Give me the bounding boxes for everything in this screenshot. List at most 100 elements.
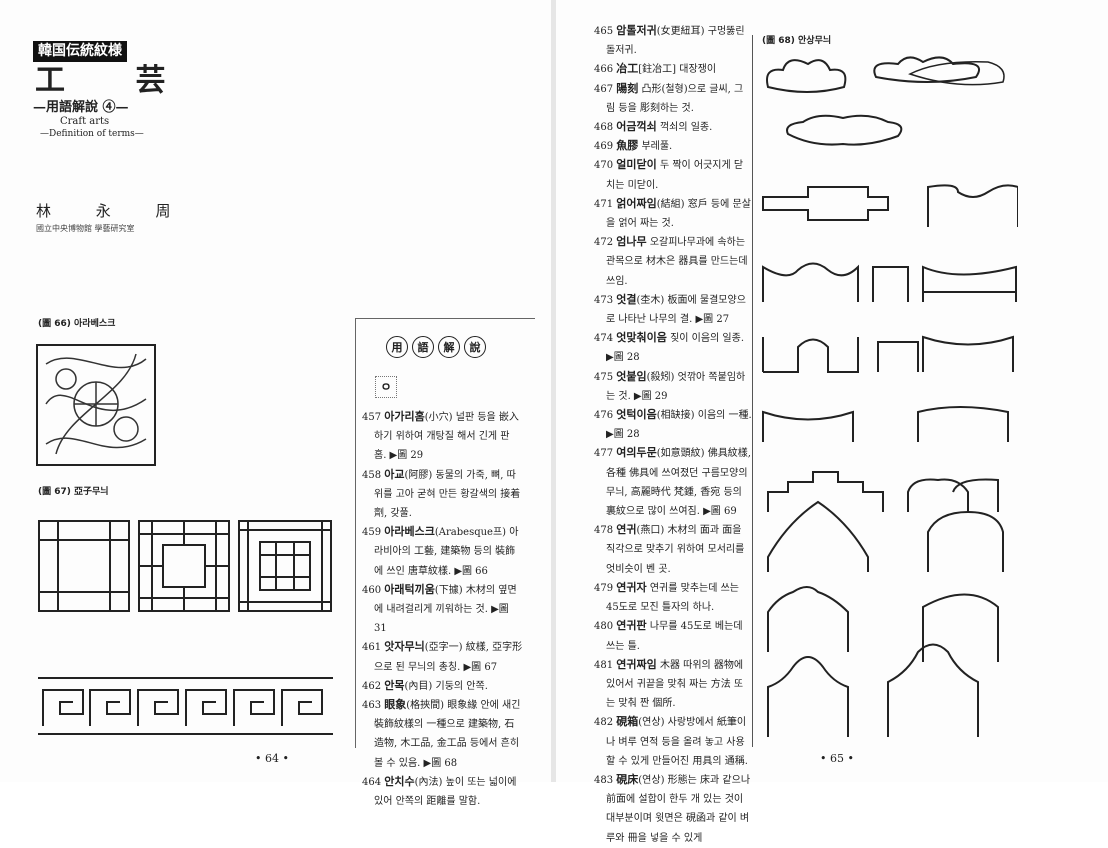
entry-term: 아가리홈: [384, 410, 425, 423]
entry-term: 魚膠: [616, 139, 639, 153]
entry-number: 481: [594, 659, 614, 671]
entry-term: 안목: [384, 678, 405, 692]
section-letter: ㅇ: [375, 376, 397, 398]
entry-number: 469: [594, 141, 614, 153]
column-divider: [752, 35, 753, 747]
entry-definition: (小穴) 널판 등을 嵌入하기 위하여 개탕질 해서 긴게 판 홈. ▶圖 29: [374, 412, 519, 462]
entry-definition: (亞字一) 紋樣, 亞字形으로 된 무늬의 총칭. ▶圖 67: [374, 642, 523, 673]
figure-68-label: (圖 68) 안상무늬: [762, 36, 832, 46]
glossary-entry: 478 연귀(燕口) 木材의 面과 面을 직각으로 맞추기 위하여 모서리를 엇…: [594, 521, 752, 579]
entry-number: 459: [362, 527, 382, 539]
glossary-entry: 458 아교(阿膠) 동물의 가죽, 뼈, 따위를 고아 굳혀 만든 황갈색의 …: [362, 466, 524, 524]
entry-term: 아라베스크: [384, 525, 435, 539]
glossary-entries-right: 465 암톨저귀(女更紐耳) 구멍뚫린 돌저귀.466 冶工[鉒冶工] 대장쟁이…: [594, 22, 752, 848]
entry-definition: 꺽쇠의 일종.: [656, 122, 713, 134]
english-subtitle: —Definition of terms—: [40, 129, 144, 139]
entry-term: 硯床: [616, 772, 639, 786]
entry-term: 眼象: [384, 698, 407, 712]
entry-number: 478: [594, 525, 614, 537]
glossary-entry: 483 硯床(연상) 形態는 床과 같으나 前面에 설합이 한두 개 있는 것이…: [594, 771, 752, 848]
entry-definition: 凸形(철형)으로 글씨, 그림 등을 彫刻하는 것.: [606, 83, 744, 114]
glossary-entry: 467 陽刻 凸形(철형)으로 글씨, 그림 등을 彫刻하는 것.: [594, 80, 752, 118]
entry-term: 얽어짜임: [616, 196, 657, 210]
entry-number: 470: [594, 160, 614, 172]
glossary-entry: 469 魚膠 부레풀.: [594, 137, 752, 156]
meander-band-figure: [38, 677, 333, 735]
entry-definition: [鉒冶工] 대장쟁이: [638, 64, 717, 76]
entry-number: 466: [594, 64, 614, 76]
entry-number: 465: [594, 26, 614, 37]
entry-number: 480: [594, 621, 614, 633]
entry-number: 468: [594, 122, 614, 134]
figure-66-label: (圖 66) 아라베스크: [38, 319, 116, 329]
glossary-entry: 466 冶工[鉒冶工] 대장쟁이: [594, 60, 752, 79]
glossary-entry: 471 얽어짜임(結組) 窓戶 등에 문살을 얽어 짜는 것.: [594, 195, 752, 233]
entry-term: 여의두문: [616, 446, 657, 460]
entry-term: 엇결: [616, 292, 637, 306]
glossary-entry: 464 안치수(內法) 높이 또는 넓이에 있어 안쪽의 距離를 말함.: [362, 773, 524, 811]
glossary-entry: 479 연귀자 연귀를 맞추는데 쓰는 45도로 모진 틀자의 하나.: [594, 579, 752, 617]
entry-number: 471: [594, 198, 614, 210]
heading-char: 解: [438, 336, 460, 358]
glossary-entry: 473 엇결(杢木) 板面에 물결모양으로 나타난 나무의 결. ▶圖 27: [594, 291, 752, 329]
entry-number: 462: [362, 680, 382, 692]
glossary-entry: 474 엇맞춰이음 짖이 이음의 일종. ▶圖 28: [594, 329, 752, 367]
entry-number: 458: [362, 469, 382, 481]
entry-number: 477: [594, 448, 614, 460]
entry-term: 안치수: [384, 774, 415, 788]
entry-term: 얼미닫이: [616, 158, 657, 172]
entry-number: 483: [594, 774, 614, 786]
glossary-heading: 用 語 解 說: [386, 336, 486, 358]
entry-number: 479: [594, 582, 614, 594]
english-title: Craft arts: [60, 116, 110, 127]
entry-number: 473: [594, 294, 614, 306]
book-gutter: [551, 0, 556, 782]
page-number-right: • 65 •: [820, 752, 854, 765]
article-subtitle: —用語解說 ④—: [33, 100, 129, 115]
entry-number: 482: [594, 717, 614, 729]
glossary-entry: 476 엇턱이음(相缺接) 이음의 一種. ▶圖 28: [594, 406, 752, 444]
right-page: [555, 0, 1108, 782]
entry-definition: (內目) 기둥의 안쪽.: [404, 680, 488, 692]
entry-definition: (格挾間) 眼象緣 안에 새긴 裝飾紋樣의 一種으로 建築物, 石造物, 木工品…: [374, 700, 521, 769]
entry-definition: (女更紐耳) 구멍뚫린 돌저귀.: [606, 26, 745, 57]
entry-term: 엄나무: [616, 235, 647, 249]
entry-definition: 오갈피나무과에 속하는 관목으로 材木은 器具를 만드는데 쓰임.: [606, 237, 748, 287]
entry-term: 陽刻: [616, 81, 639, 95]
glossary-entries-left: 457 아가리홈(小穴) 널판 등을 嵌入하기 위하여 개탕질 해서 긴게 판 …: [362, 408, 524, 811]
entry-number: 457: [362, 412, 382, 423]
entry-definition: (연상) 사랑방에서 紙筆이나 벼루 연적 등을 올려 놓고 사용할 수 있게 …: [606, 717, 748, 767]
glossary-entry: 465 암톨저귀(女更紐耳) 구멍뚫린 돌저귀.: [594, 22, 752, 60]
entry-term: 엇붙임: [616, 369, 647, 383]
author-affiliation: 國立中央博物館 學藝研究室: [36, 224, 135, 233]
glossary-entry: 468 어금꺽쇠 꺽쇠의 일종.: [594, 118, 752, 137]
glossary-entry: 480 연귀판 나무를 45도로 베는데 쓰는 틀.: [594, 617, 752, 655]
glossary-entry: 475 엇붙임(殺矧) 엇깎아 쪽붙임하는 것. ▶圖 29: [594, 368, 752, 406]
author-name: 林 永 周: [36, 202, 171, 220]
glossary-entry: 457 아가리홈(小穴) 널판 등을 嵌入하기 위하여 개탕질 해서 긴게 판 …: [362, 408, 524, 466]
entry-number: 472: [594, 237, 614, 249]
entry-number: 464: [362, 776, 382, 788]
entry-number: 467: [594, 83, 614, 95]
entry-definition: 나무를 45도로 베는데 쓰는 틀.: [606, 621, 743, 652]
entry-term: 아교: [384, 467, 405, 481]
entry-number: 461: [362, 642, 382, 654]
entry-definition: (相缺接) 이음의 一種. ▶圖 28: [606, 410, 752, 441]
series-tag: 韓国伝統紋様: [33, 41, 127, 62]
entry-number: 476: [594, 410, 614, 422]
entry-term: 엇맞춰이음: [616, 331, 667, 345]
glossary-entry: 460 아래턱끼움(下據) 木材의 옆면에 내려걸리게 끼워하는 것. ▶圖 3…: [362, 581, 524, 639]
entry-definition: (阿膠) 동물의 가죽, 뼈, 따위를 고아 굳혀 만든 황갈색의 接着劑, 갖…: [374, 469, 521, 520]
left-page: [0, 0, 553, 782]
entry-number: 463: [362, 700, 382, 712]
glossary-entry: 463 眼象(格挾間) 眼象緣 안에 새긴 裝飾紋樣의 一種으로 建築物, 石造…: [362, 696, 524, 773]
article-title: 工 芸: [35, 63, 196, 98]
glossary-entry: 472 엄나무 오갈피나무과에 속하는 관목으로 材木은 器具를 만드는데 쓰임…: [594, 233, 752, 291]
entry-definition: (杢木) 板面에 물결모양으로 나타난 나무의 결. ▶圖 27: [606, 294, 746, 326]
heading-char: 用: [386, 336, 408, 358]
entry-definition: (Arabesque프) 아라비아의 工藝, 建築物 등의 裝飾에 쓰인 唐草紋…: [374, 527, 519, 577]
heading-char: 說: [464, 336, 486, 358]
glossary-entry: 470 얼미닫이 두 짝이 어긋지게 닫치는 미닫이.: [594, 156, 752, 194]
entry-term: 연귀판: [616, 619, 647, 633]
glossary-entry: 462 안목(內目) 기둥의 안쪽.: [362, 677, 524, 696]
